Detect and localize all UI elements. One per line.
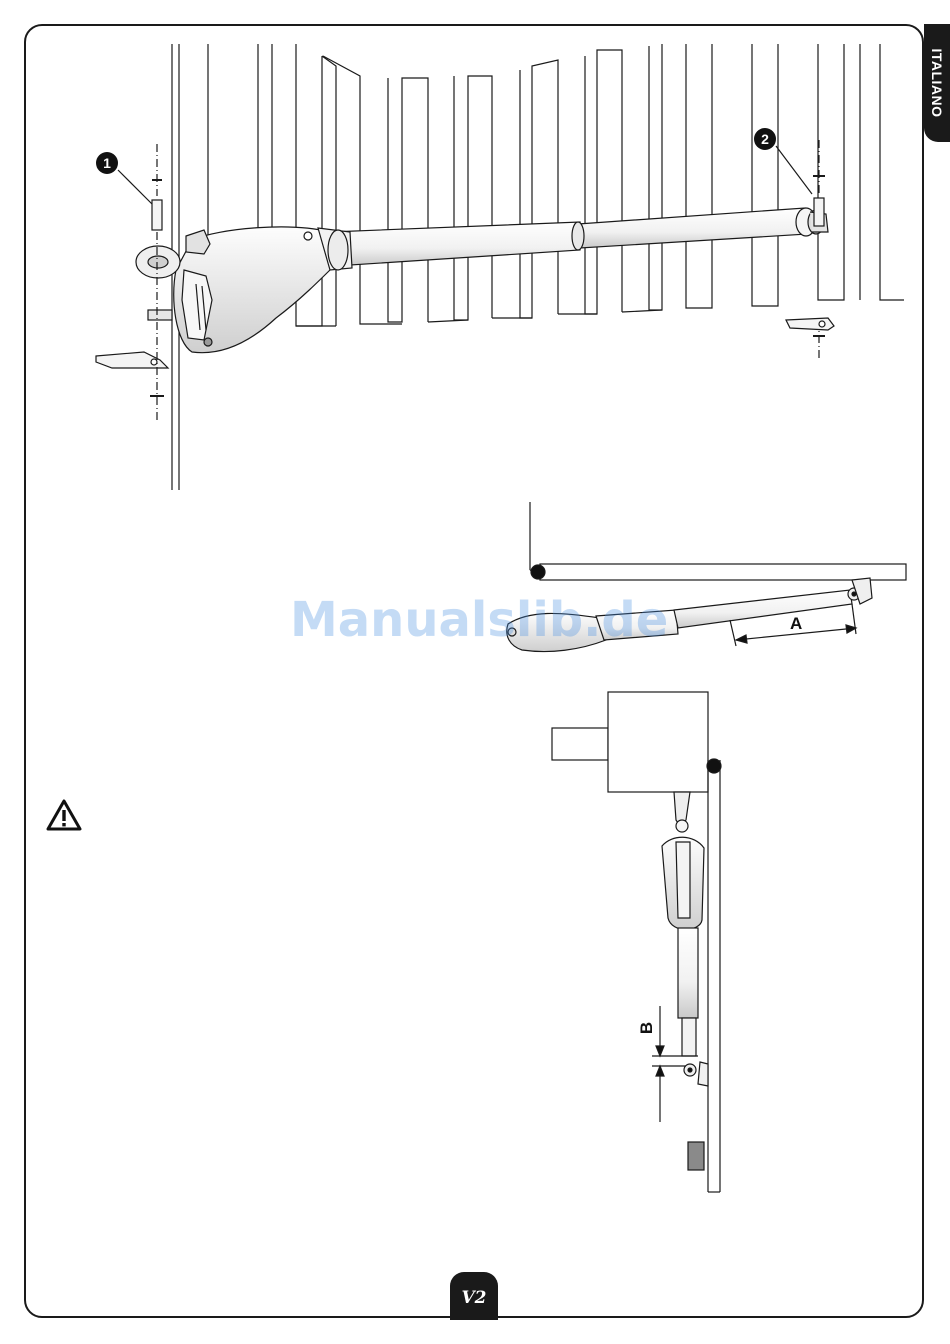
callout-1: 1 [96, 152, 118, 174]
dimension-a-label: A [790, 614, 802, 634]
brand-logo: V2 [450, 1288, 498, 1308]
watermark: Manualslib.de [290, 592, 668, 648]
gate-perspective-figure [96, 44, 904, 490]
footer-logo-tab: V2 [450, 1272, 498, 1320]
warning-triangle-icon [45, 798, 83, 832]
callout-2: 2 [754, 128, 776, 150]
dimension-b-label: B [637, 1022, 657, 1034]
top-view-figure-b [552, 692, 721, 1192]
